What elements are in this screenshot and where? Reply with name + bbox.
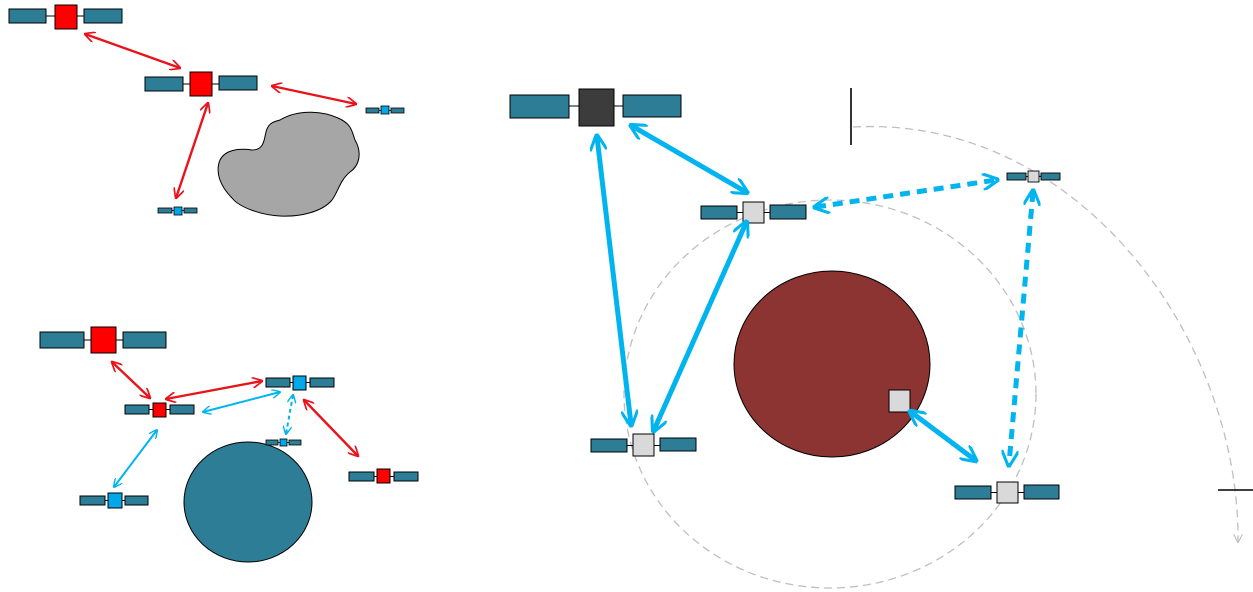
satellite-blue-bottom-left[interactable] bbox=[79, 492, 149, 509]
satellite-grey-bottom-right[interactable] bbox=[954, 481, 1060, 504]
satellite-red-large-top[interactable] bbox=[8, 4, 123, 30]
ground-station[interactable] bbox=[888, 389, 911, 413]
satellite-blue-tiny-center[interactable] bbox=[265, 438, 302, 447]
satellite-blue-small-right[interactable] bbox=[365, 105, 405, 115]
link-red-center-right bbox=[272, 86, 356, 104]
satellite-grey-top[interactable] bbox=[700, 201, 807, 224]
link-ground-to-bottom-right bbox=[911, 412, 975, 460]
link-red-blue-to-right bbox=[304, 400, 358, 456]
satellite-grey-left[interactable] bbox=[590, 433, 697, 457]
asteroid bbox=[217, 111, 360, 217]
satellite-red-large-left[interactable] bbox=[39, 326, 167, 354]
satellite-red-large-center[interactable] bbox=[144, 71, 258, 97]
link-red-top-center bbox=[85, 34, 180, 68]
scene-orbital-relay bbox=[509, 88, 1253, 589]
link-dashed-grey-top-to-small bbox=[816, 180, 996, 207]
satellite-dark-relay[interactable] bbox=[509, 88, 682, 127]
scene-asteroid-cluster bbox=[8, 4, 405, 217]
link-dark-to-grey-top bbox=[632, 126, 746, 192]
satellite-blue-mid-right[interactable] bbox=[265, 375, 335, 391]
planet-blue bbox=[183, 441, 313, 563]
scene-planet-swarm bbox=[39, 326, 419, 563]
planet-red bbox=[733, 270, 931, 458]
link-blue-mid-to-blue bbox=[203, 392, 280, 412]
satellite-grey-small-top-right[interactable] bbox=[1006, 170, 1061, 183]
satellite-red-right[interactable] bbox=[348, 468, 419, 484]
link-grey-top-to-grey-left bbox=[654, 223, 746, 430]
link-blue-dashed-to-tiny bbox=[286, 395, 293, 434]
satellite-blue-small-bottom[interactable] bbox=[157, 206, 198, 216]
satellite-red-mid[interactable] bbox=[124, 402, 195, 418]
link-red-center-bottom bbox=[176, 103, 208, 198]
link-dashed-small-to-bottom-right bbox=[1009, 192, 1033, 464]
link-blue-mid-to-bottom bbox=[114, 430, 157, 487]
link-dark-to-grey-left bbox=[597, 137, 631, 424]
outer-orbit bbox=[852, 125, 1238, 542]
link-red-mid-to-blue bbox=[166, 381, 262, 399]
link-red-large-to-mid bbox=[112, 362, 150, 398]
